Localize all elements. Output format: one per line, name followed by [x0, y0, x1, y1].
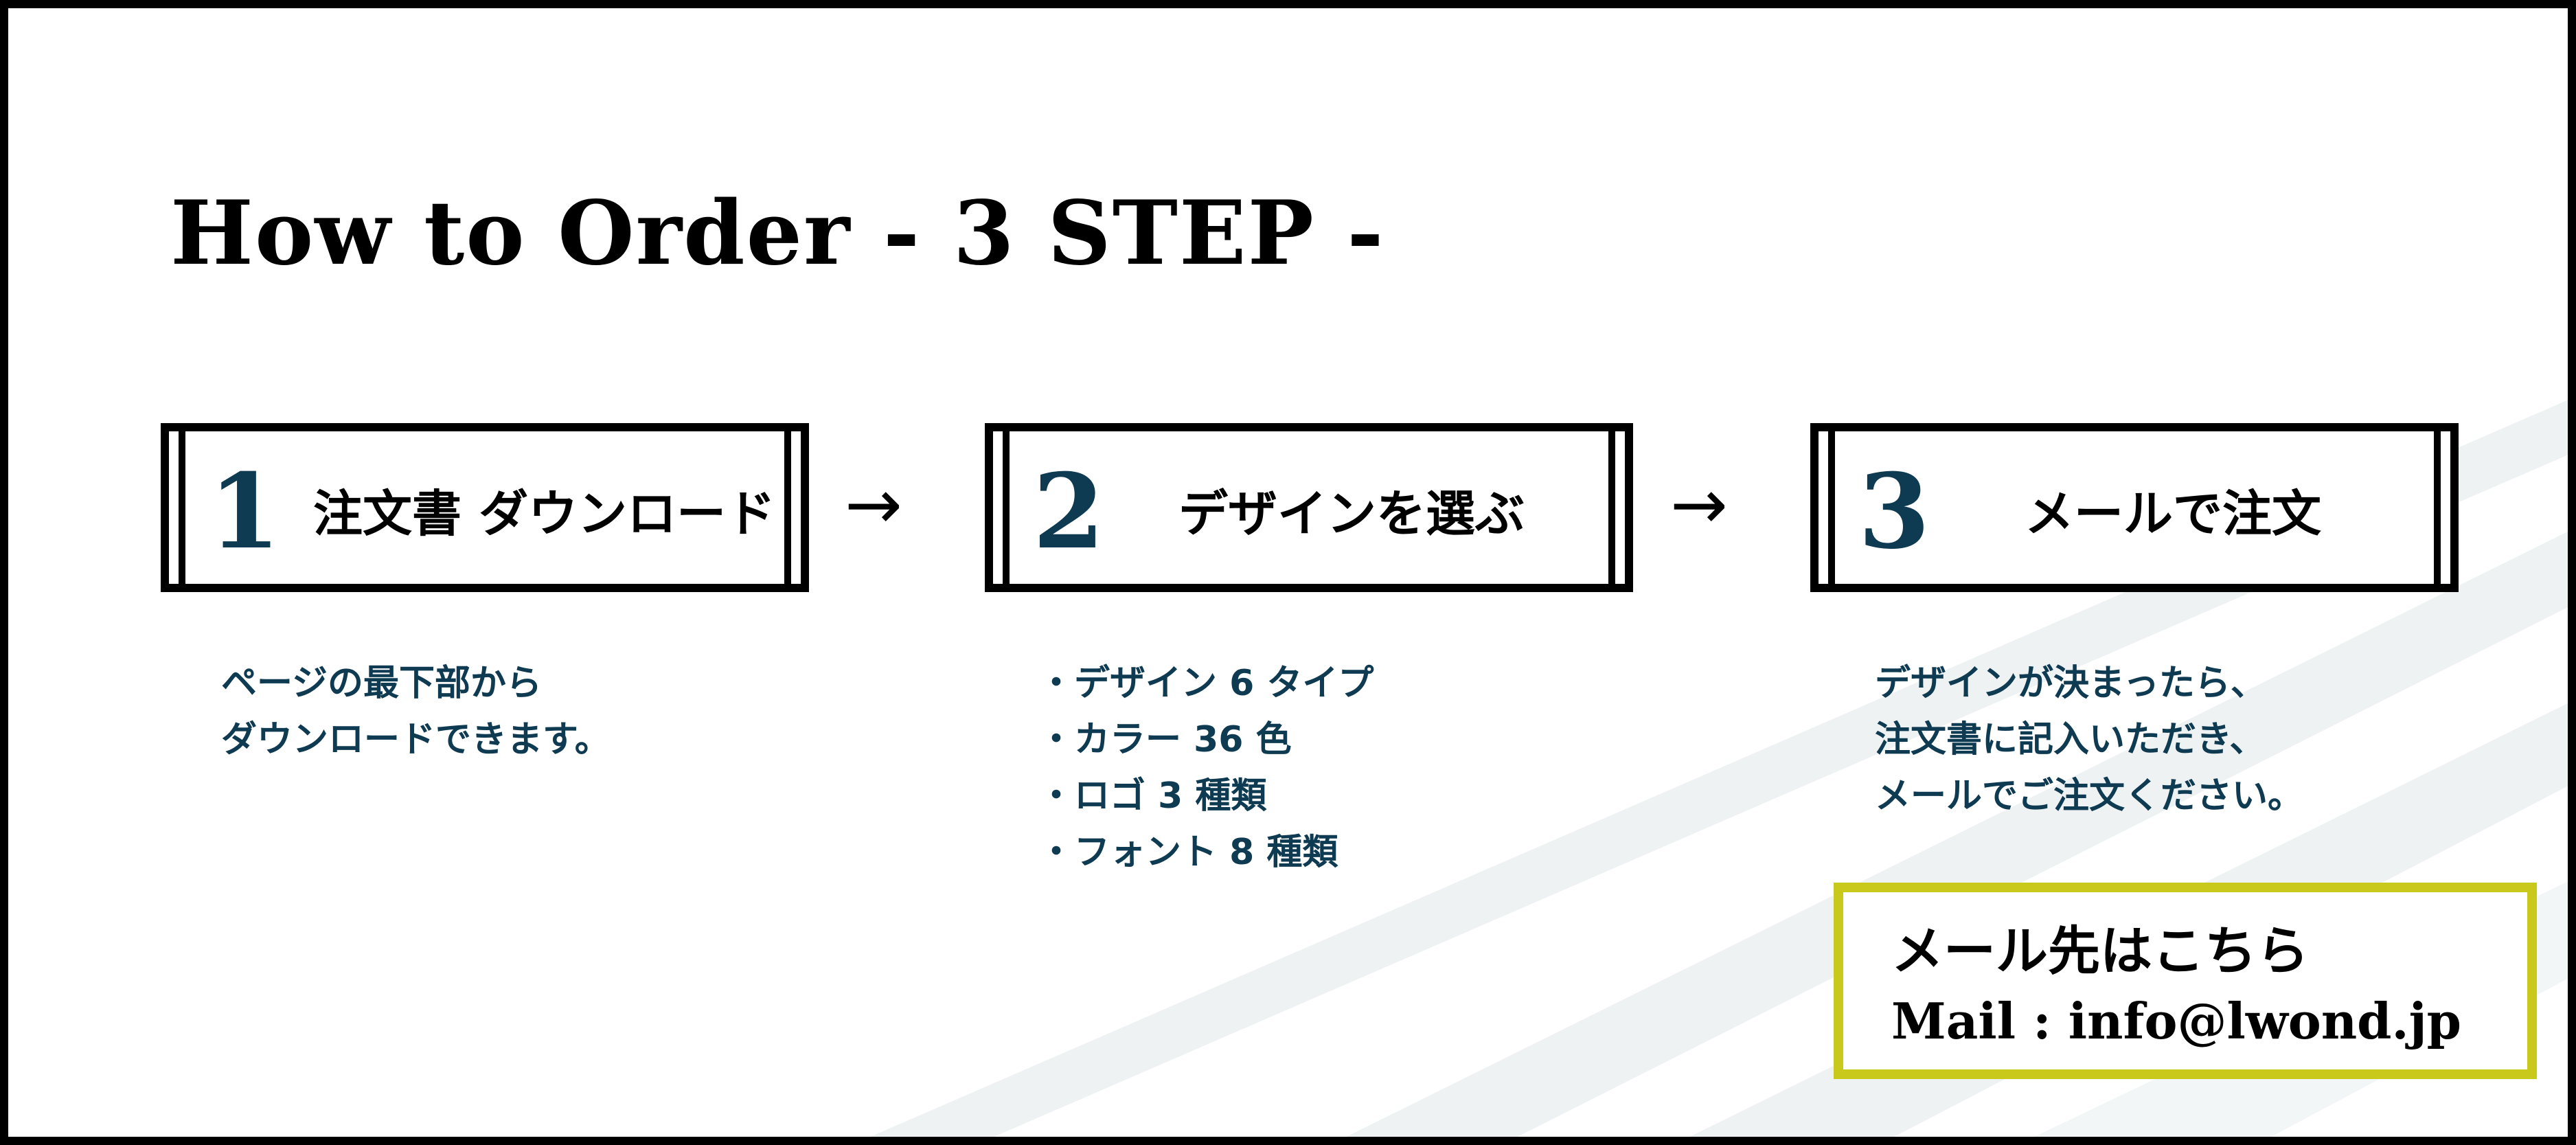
step-1-number: 1	[209, 451, 281, 572]
contact-mail-box: メール先はこちら Mail : info@lwond.jp	[1834, 883, 2537, 1079]
desc-line: ・デザイン 6 タイプ	[1038, 663, 1374, 704]
step-2-box: 2 デザインを選ぶ	[985, 423, 1633, 592]
step-1-description: ページの最下部から ダウンロードできます。	[221, 655, 611, 768]
page-title: How to Order - 3 STEP -	[170, 182, 1385, 285]
step-2-label: デザインを選ぶ	[1178, 485, 1525, 543]
desc-line: ・ロゴ 3 種類	[1038, 775, 1267, 817]
arrow-right-icon: →	[845, 464, 902, 545]
step-2-description: ・デザイン 6 タイプ ・カラー 36 色 ・ロゴ 3 種類 ・フォント 8 種…	[1038, 655, 1374, 881]
desc-line: 注文書に記入いただき、	[1875, 719, 2266, 760]
desc-line: デザインが決まったら、	[1875, 663, 2266, 704]
step-3-number: 3	[1858, 451, 1930, 572]
contact-heading: メール先はこちら	[1891, 920, 2309, 982]
desc-line: ページの最下部から	[221, 663, 542, 704]
desc-line: メールでご注文ください。	[1875, 775, 2304, 817]
step-2-number: 2	[1033, 451, 1105, 572]
desc-line: ダウンロードできます。	[221, 719, 611, 760]
step-3-label: メールで注文	[2025, 485, 2322, 543]
step-1-box: 1 注文書 ダウンロード	[161, 423, 809, 592]
arrow-right-icon: →	[1670, 464, 1728, 545]
contact-mail-address[interactable]: Mail : info@lwond.jp	[1891, 992, 2461, 1050]
step-3-box: 3 メールで注文	[1810, 423, 2459, 592]
desc-line: ・フォント 8 種類	[1038, 832, 1338, 873]
desc-line: ・カラー 36 色	[1038, 719, 1292, 760]
step-3-description: デザインが決まったら、 注文書に記入いただき、 メールでご注文ください。	[1875, 655, 2303, 824]
step-1-label: 注文書 ダウンロード	[313, 485, 776, 543]
